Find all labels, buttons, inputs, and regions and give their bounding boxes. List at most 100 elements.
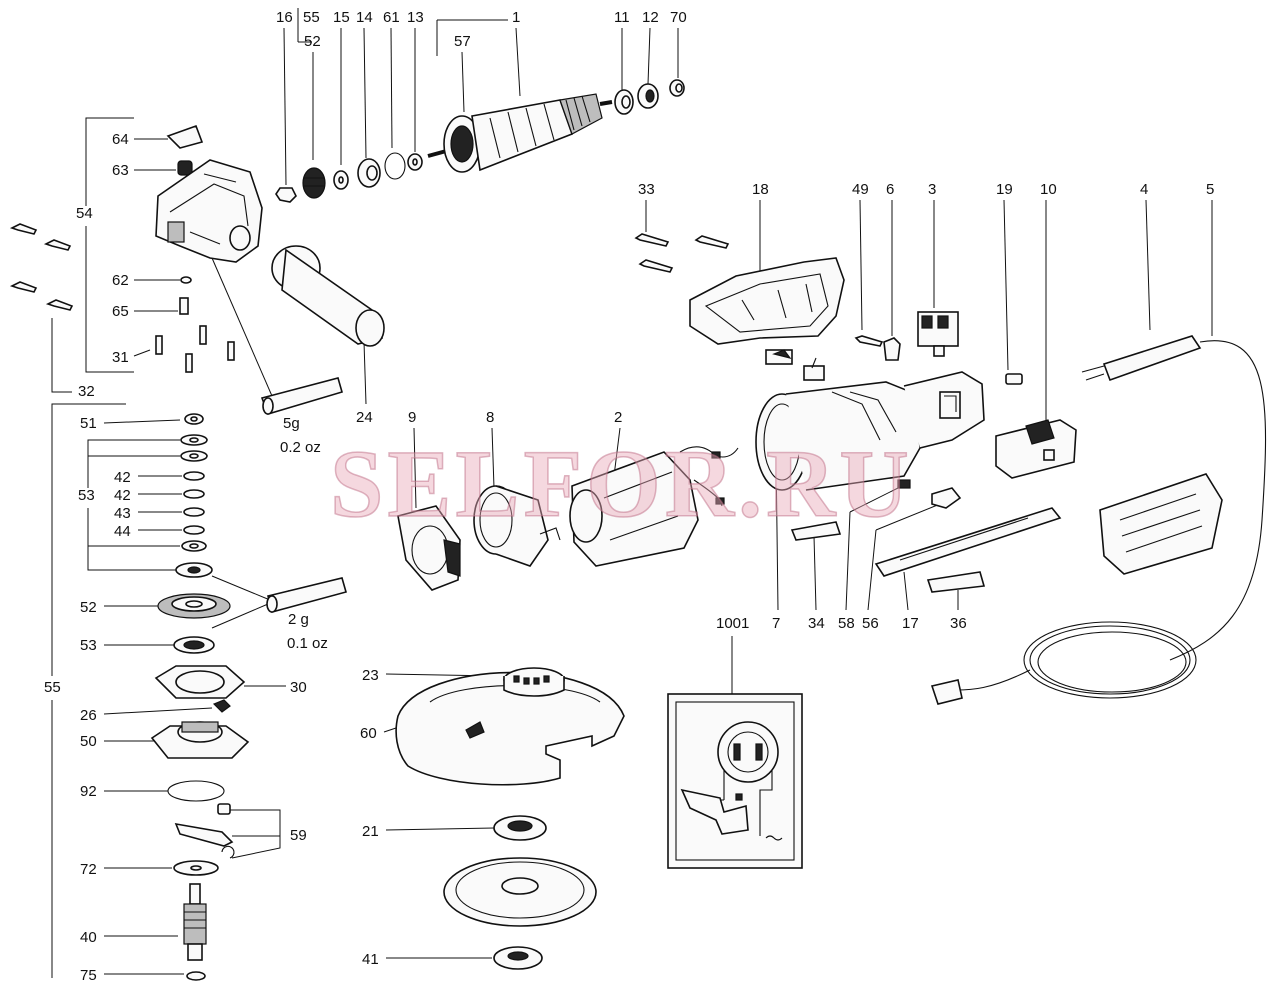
spindle-leaders bbox=[51, 403, 286, 978]
motor-callouts: 9 8 2 bbox=[408, 409, 622, 426]
housing-leaders bbox=[645, 199, 1213, 611]
washer-15 bbox=[333, 170, 349, 190]
top-row-callouts: 16 55 52 15 14 61 13 1 57 11 12 70 bbox=[276, 9, 687, 50]
gasket-30 bbox=[154, 665, 246, 699]
callout-57: 57 bbox=[454, 33, 471, 50]
callout-53-bottom: 53 bbox=[80, 637, 97, 654]
grease-880-oz: 0.2 oz bbox=[280, 439, 321, 456]
clamping-flange-21 bbox=[493, 815, 547, 841]
callout-55-side: 55 bbox=[44, 679, 61, 696]
callout-51: 51 bbox=[80, 415, 97, 432]
handle-shell-18 bbox=[689, 257, 845, 345]
callout-23: 23 bbox=[362, 667, 379, 684]
bearing-14 bbox=[357, 158, 381, 188]
end-cap-cover bbox=[1099, 473, 1223, 575]
wheel-guard-60 bbox=[395, 667, 625, 786]
o-ring-92 bbox=[167, 780, 225, 802]
callout-63: 63 bbox=[112, 162, 129, 179]
screw-26 bbox=[212, 699, 231, 713]
callout-10: 10 bbox=[1040, 181, 1057, 198]
callout-13: 13 bbox=[407, 9, 424, 26]
armature bbox=[427, 93, 613, 173]
cable-clip-56 bbox=[931, 487, 962, 509]
callout-16: 16 bbox=[276, 9, 293, 26]
callout-6: 6 bbox=[886, 181, 894, 198]
callout-58: 58 bbox=[838, 615, 855, 632]
callout-21: 21 bbox=[362, 823, 379, 840]
callout-36: 36 bbox=[950, 615, 967, 632]
fan-baffle-9 bbox=[397, 505, 461, 591]
callout-24: 24 bbox=[356, 409, 373, 426]
callout-64: 64 bbox=[112, 131, 129, 148]
callout-60: 60 bbox=[360, 725, 377, 742]
bevel-pinion bbox=[302, 167, 326, 199]
callout-70: 70 bbox=[670, 9, 687, 26]
callout-50: 50 bbox=[80, 733, 97, 750]
callout-55-top: 55 bbox=[303, 9, 320, 26]
callout-56: 56 bbox=[862, 615, 879, 632]
power-cord-4-5 bbox=[930, 335, 1267, 705]
switch-3 bbox=[917, 311, 959, 357]
cap-70 bbox=[669, 79, 685, 97]
callout-54: 54 bbox=[76, 205, 93, 222]
grease-tube-880 bbox=[260, 377, 343, 415]
grease-tube-885 bbox=[266, 577, 347, 613]
callout-75: 75 bbox=[80, 967, 97, 984]
callout-43: 43 bbox=[114, 505, 131, 522]
washer-75 bbox=[186, 971, 206, 981]
spindle-washers bbox=[180, 413, 208, 552]
screws-31 bbox=[155, 325, 235, 373]
callout-14: 14 bbox=[356, 9, 373, 26]
callout-1: 1 bbox=[512, 9, 520, 26]
callout-5: 5 bbox=[1206, 181, 1214, 198]
callout-52-bottom: 52 bbox=[80, 599, 97, 616]
callout-8: 8 bbox=[486, 409, 494, 426]
switch-rod-17 bbox=[874, 507, 1062, 577]
bearing-housing-12 bbox=[637, 83, 659, 109]
pin-65 bbox=[179, 297, 189, 315]
callout-92: 92 bbox=[80, 783, 97, 800]
pin-19 bbox=[1005, 373, 1023, 385]
gear-head-leaders bbox=[51, 117, 367, 405]
callout-30: 30 bbox=[290, 679, 307, 696]
housing-screws-left bbox=[9, 223, 74, 311]
grease-880-qty: 5g bbox=[283, 415, 300, 432]
bearing-flange-50 bbox=[150, 721, 250, 759]
gear-housing bbox=[155, 159, 263, 263]
callout-1001: 1001 bbox=[716, 615, 749, 632]
callout-49: 49 bbox=[852, 181, 869, 198]
part-6 bbox=[883, 337, 901, 361]
switch-10 bbox=[995, 419, 1077, 479]
grease-885-oz: 0.1 oz bbox=[287, 635, 328, 652]
callout-44: 44 bbox=[114, 523, 131, 540]
air-guide-8 bbox=[473, 485, 561, 567]
callout-9: 9 bbox=[408, 409, 416, 426]
spring-63 bbox=[177, 160, 193, 176]
callout-4: 4 bbox=[1140, 181, 1148, 198]
callout-53-top: 53 bbox=[78, 487, 95, 504]
callout-72: 72 bbox=[80, 861, 97, 878]
callout-59: 59 bbox=[290, 827, 307, 844]
callout-18: 18 bbox=[752, 181, 769, 198]
sticker-34 bbox=[790, 521, 842, 541]
circlip-61 bbox=[384, 152, 406, 180]
callout-31: 31 bbox=[112, 349, 129, 366]
callout-11: 11 bbox=[614, 9, 630, 26]
grease-885-qty: 2 g bbox=[288, 611, 309, 628]
top-row-leaders bbox=[283, 8, 679, 186]
watermark: SELFOR.RU bbox=[330, 430, 913, 537]
callout-61: 61 bbox=[383, 9, 400, 26]
small-nut bbox=[275, 187, 297, 203]
spindle-40 bbox=[183, 883, 207, 961]
callout-65: 65 bbox=[112, 303, 129, 320]
spindle-lock-button bbox=[166, 124, 204, 149]
switch-small-parts bbox=[765, 349, 825, 381]
bearing-53 bbox=[173, 636, 215, 654]
callout-33: 33 bbox=[638, 181, 655, 198]
motor-housing-7 bbox=[755, 371, 985, 491]
screw-49 bbox=[854, 335, 884, 347]
callout-62: 62 bbox=[112, 272, 129, 289]
spindle-callouts: 51 53 42 42 43 44 52 885 2 g 0.1 oz 53 3… bbox=[44, 415, 328, 984]
bearing-11 bbox=[614, 89, 634, 115]
